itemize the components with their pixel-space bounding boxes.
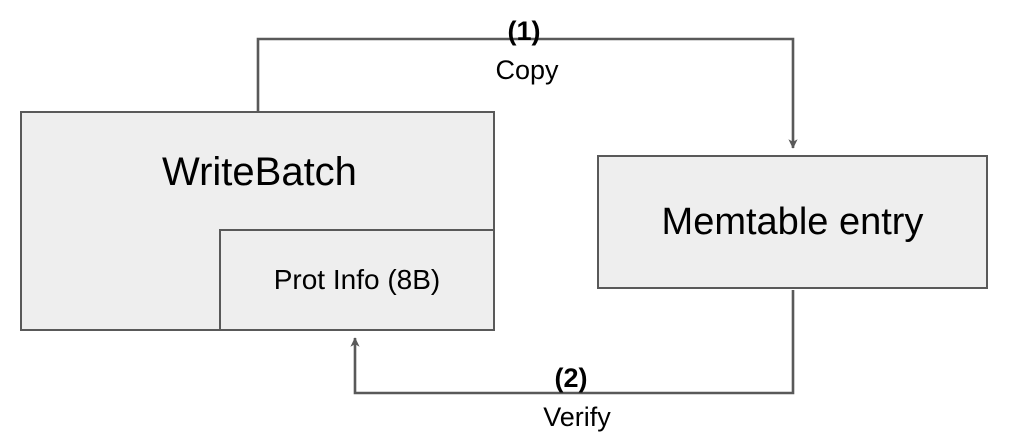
edge-verify-index: (2) [554,363,588,393]
edge-copy-index: (1) [507,16,541,46]
node-writebatch-label: WriteBatch [162,150,357,194]
edge-verify [350,290,795,395]
edge-copy [256,37,798,149]
node-prot-info[interactable]: Prot Info (8B) [219,229,495,331]
node-memtable-entry-label: Memtable entry [661,201,924,243]
edge-copy-label: Copy [495,55,559,85]
edge-verify-label: Verify [543,402,611,432]
node-prot-info-label: Prot Info (8B) [273,264,441,295]
node-memtable-entry[interactable]: Memtable entry [597,155,988,289]
